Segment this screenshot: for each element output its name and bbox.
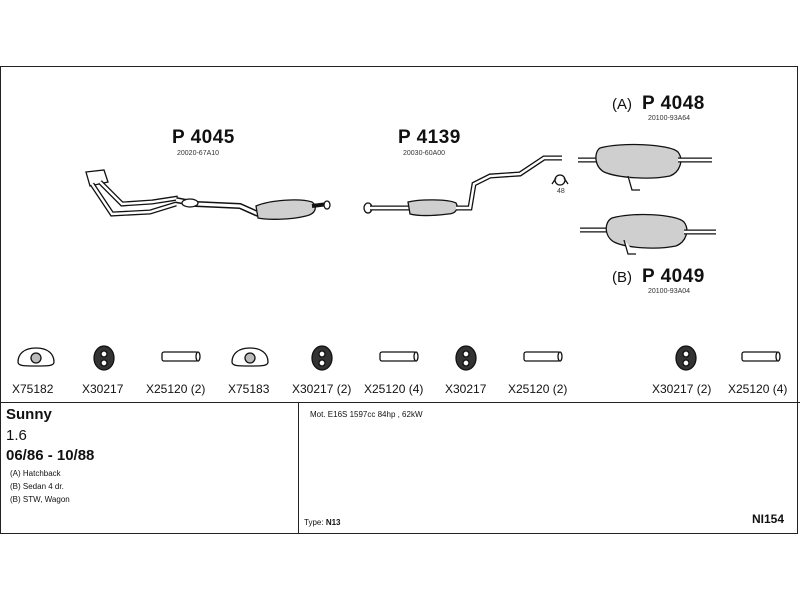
reference-code: NI154	[752, 512, 785, 526]
accessory-label: X30217 (2)	[652, 382, 712, 396]
accessory-label: X30217	[445, 382, 487, 396]
accessory-label: X75182	[12, 382, 54, 396]
sleeve-icon	[161, 351, 201, 362]
part-code-p4049: 20100-93A04	[648, 288, 691, 295]
body-type: (B) STW, Wagon	[10, 495, 70, 504]
type-value: N13	[325, 518, 341, 527]
body-type: (B) Sedan 4 dr.	[10, 482, 64, 491]
sleeve-icon	[741, 351, 781, 362]
divider-vertical	[298, 402, 299, 534]
variant-b-label: (B)	[612, 269, 632, 286]
gasket-icon	[231, 347, 269, 367]
middle-pipe-drawing	[363, 155, 562, 217]
part-number-p4045: P 4045	[172, 127, 235, 148]
motor-spec: Mot. E16S 1597cc 84hp , 62kW	[310, 410, 423, 419]
type-label: Type:	[304, 518, 324, 527]
body-type: (A) Hatchback	[10, 469, 61, 478]
part-number-p4048: P 4048	[642, 93, 705, 114]
rear-silencer-b-drawing	[580, 213, 716, 255]
type-info: Type: N13	[304, 518, 341, 527]
vehicle-engine-size: 1.6	[6, 427, 27, 444]
accessory-label: X25120 (2)	[508, 382, 568, 396]
vehicle-model: Sunny	[6, 406, 52, 423]
accessory-label: X25120 (4)	[728, 382, 788, 396]
rubber-hanger-icon	[675, 345, 697, 371]
accessory-label: X25120 (2)	[146, 382, 206, 396]
part-code-p4045: 20020-67A10	[177, 150, 220, 157]
clamp-drawing	[551, 174, 569, 186]
accessory-label: X30217	[82, 382, 124, 396]
accessory-label: X25120 (4)	[364, 382, 424, 396]
diagram-frame	[0, 66, 798, 534]
variant-a-label: (A)	[612, 96, 632, 113]
rear-silencer-a-drawing	[578, 143, 712, 191]
front-pipe-drawing	[85, 169, 331, 220]
part-code-p4139: 20030-60A00	[403, 150, 446, 157]
sleeve-icon	[523, 351, 563, 362]
rubber-hanger-icon	[93, 345, 115, 371]
gasket-icon	[17, 347, 55, 367]
rubber-hanger-icon	[455, 345, 477, 371]
part-number-p4139: P 4139	[398, 127, 461, 148]
divider-top	[0, 402, 800, 403]
vehicle-period: 06/86 - 10/88	[6, 447, 95, 464]
sleeve-icon	[379, 351, 419, 362]
part-number-p4049: P 4049	[642, 266, 705, 287]
accessory-label: X75183	[228, 382, 270, 396]
accessory-label: X30217 (2)	[292, 382, 352, 396]
clamp-size-label: 48	[557, 188, 565, 195]
part-code-p4048: 20100-93A64	[648, 115, 691, 122]
rubber-hanger-icon	[311, 345, 333, 371]
